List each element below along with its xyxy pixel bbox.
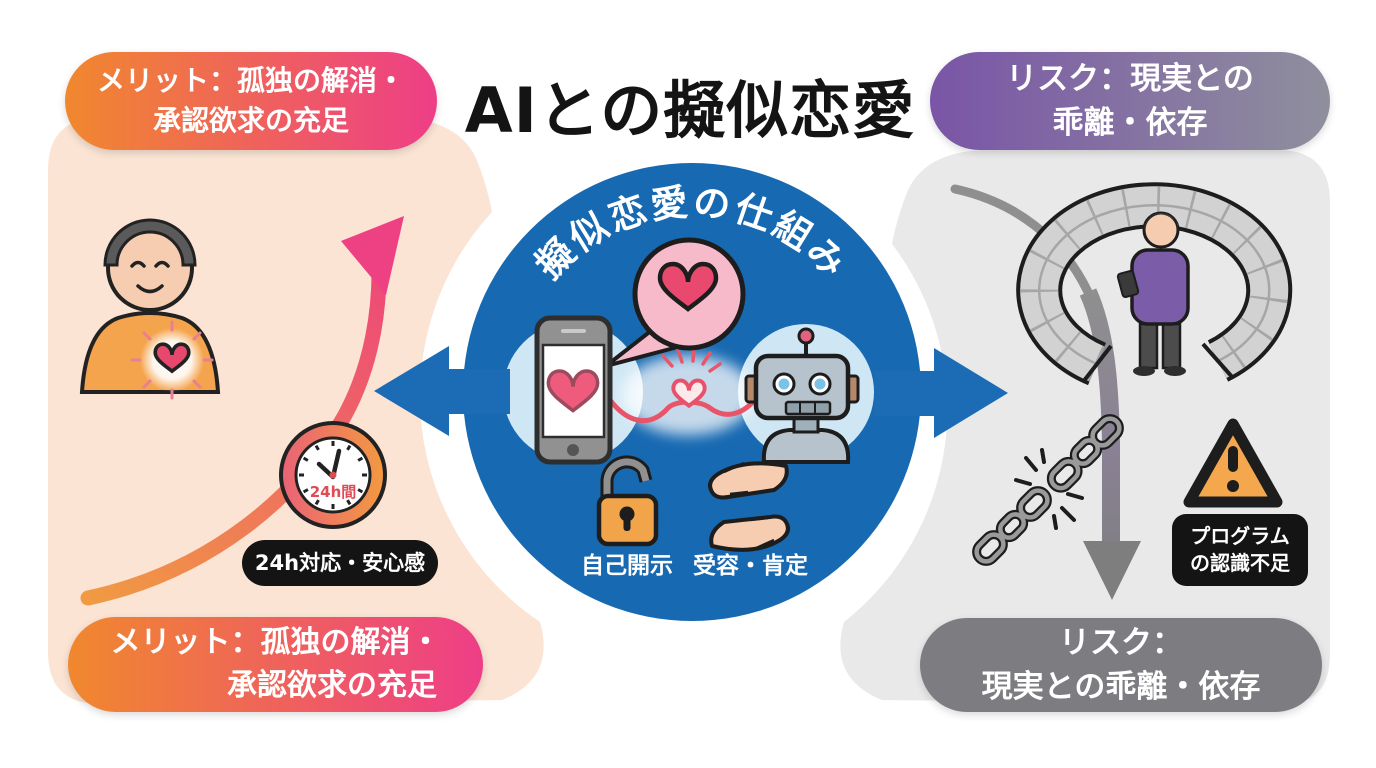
person-happy-icon [79,218,221,400]
self-disclosure-label: 自己開示 [581,553,673,579]
risk-top-line2: 乖離・依存 [1052,105,1208,141]
clock-face-label: 24h間 [309,483,357,501]
acceptance-label: 受容・肯定 [693,553,808,579]
left-arrow-icon [374,346,510,436]
right-arrow-icon [874,348,1008,438]
connection-line-icon [607,347,759,424]
merit-bottom-badge: メリット：孤独の解消・ 承認欲求の充足 [68,617,483,712]
open-padlock-icon [596,455,659,547]
risk-top-line1: リスク：現実との [1006,60,1254,97]
risk-bottom-badge: リスク： 現実との乖離・依存 [920,618,1322,712]
support-pill: 24h対応・安心感 [242,540,438,586]
merit-bottom-line2: 承認欲求の充足 [227,667,437,703]
program-pill-line1: プログラム [1190,524,1290,548]
merit-bottom-line1: メリット：孤独の解消・ [110,624,441,660]
center-circle: 擬似恋愛の仕組み [463,163,921,621]
brick-wall-icon [1016,182,1293,386]
clock-icon [279,421,387,529]
risk-top-badge: リスク：現実との 乖離・依存 [930,52,1330,150]
merit-top-line2: 承認欲求の充足 [152,104,349,137]
program-pill-line2: の認識不足 [1190,551,1290,575]
person-isolated-icon [1116,211,1190,376]
warning-triangle-icon [1183,418,1283,508]
page-title: AIとの擬似恋愛 [464,74,916,147]
program-awareness-pill: プログラム の認識不足 [1172,514,1308,586]
broken-chain-icon [972,414,1124,566]
heart-rays-icon [130,320,214,400]
smartphone-icon [534,315,613,465]
merit-top-line1: メリット：孤独の解消・ [96,64,405,98]
caring-hands-icon [708,461,790,552]
robot-icon [744,327,860,464]
risk-bottom-line2: 現実との乖離・依存 [981,669,1261,705]
risk-bottom-line1: リスク： [1059,624,1183,661]
merit-top-badge: メリット：孤独の解消・ 承認欲求の充足 [65,52,437,150]
speech-bubble-icon [604,237,746,368]
